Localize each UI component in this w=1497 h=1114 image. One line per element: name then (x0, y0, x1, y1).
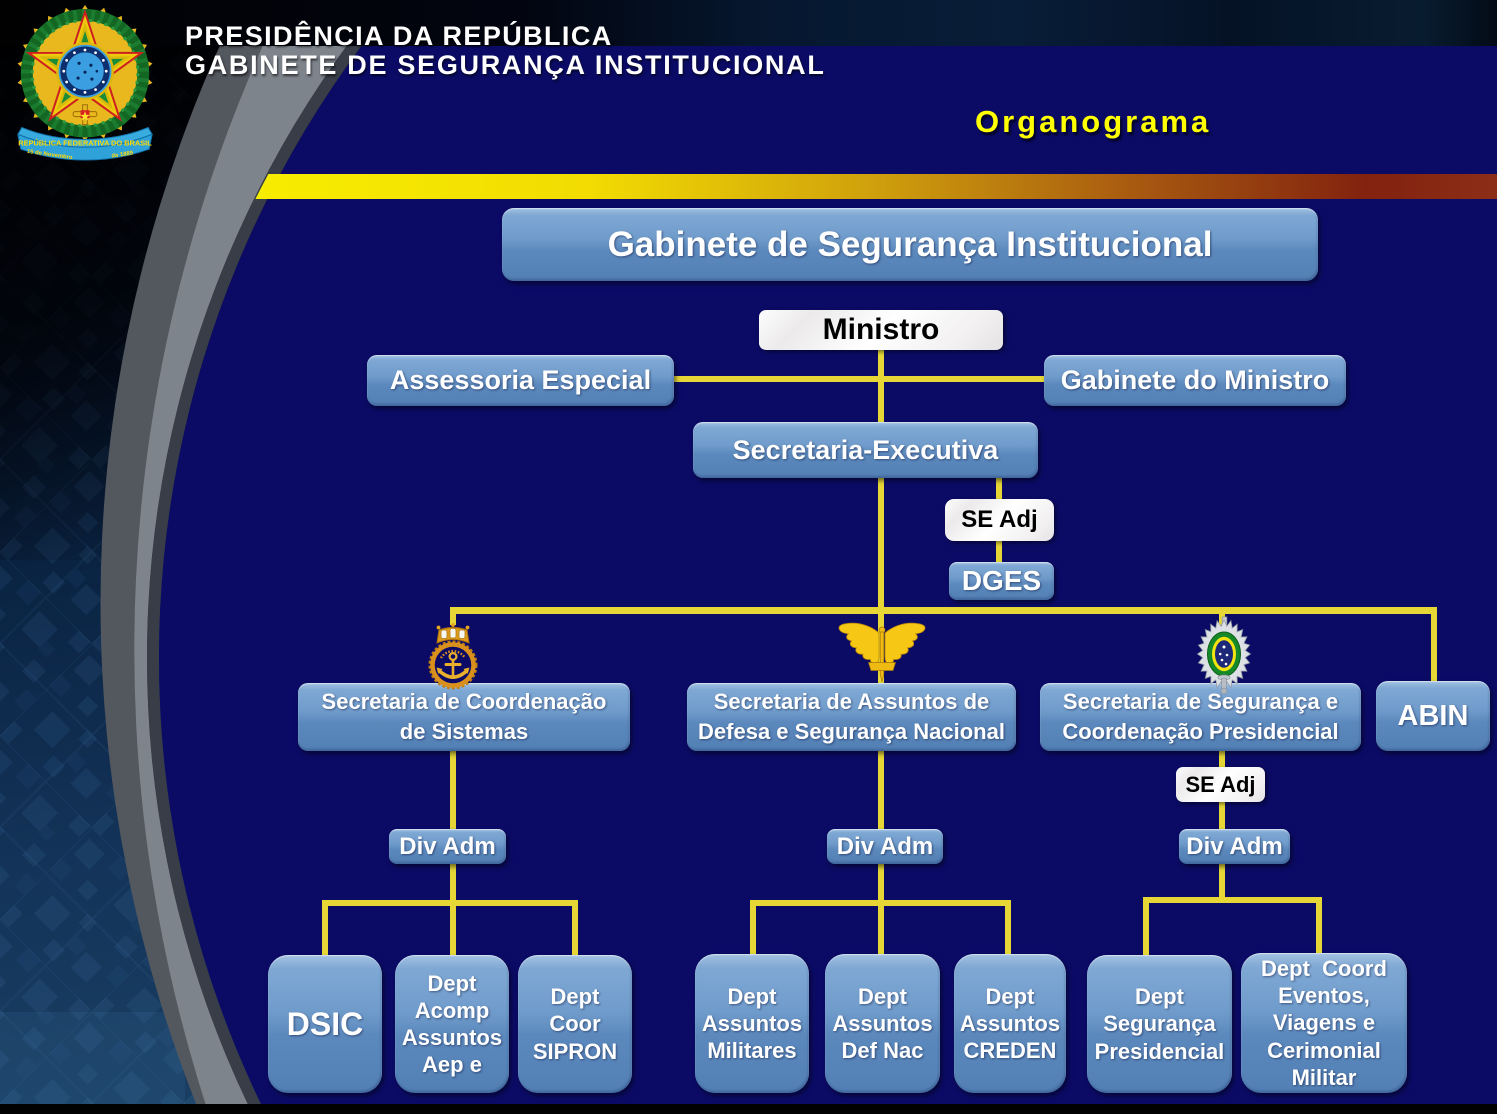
svg-text:REPÚBLICA FEDERATIVA DO BRASIL: REPÚBLICA FEDERATIVA DO BRASIL (18, 138, 152, 147)
svg-text:de 1889: de 1889 (111, 151, 134, 160)
